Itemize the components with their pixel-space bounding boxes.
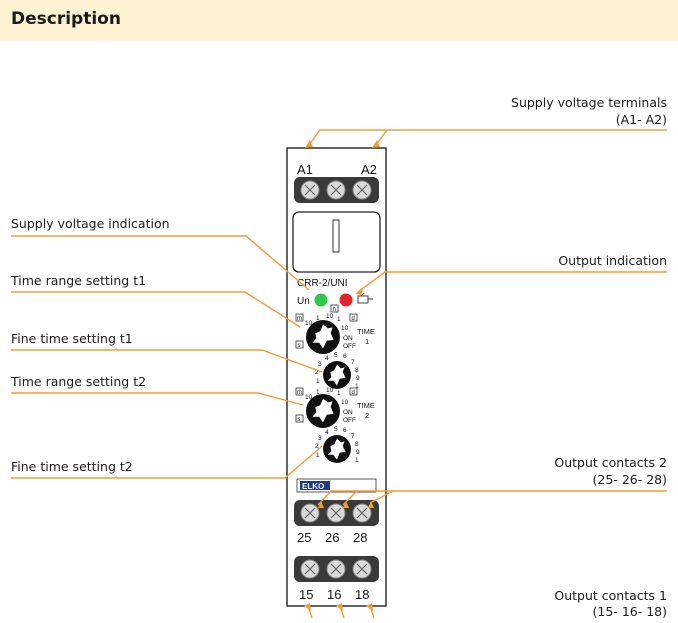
range-tick-t2-2: 1 bbox=[316, 389, 320, 396]
range-tick-4: 1 bbox=[337, 316, 341, 323]
range-tick-t2-3: 10 bbox=[326, 387, 334, 394]
fine-tick-3: 3 bbox=[318, 361, 322, 368]
led-green bbox=[314, 293, 328, 307]
label-supply-terminals: Supply voltage terminals bbox=[511, 95, 667, 110]
fine-tick-7: 7 bbox=[351, 359, 355, 366]
fine-t2-tick-3: 3 bbox=[318, 435, 322, 442]
fine-tick-8: 8 bbox=[355, 367, 359, 374]
brand-logo bbox=[300, 481, 330, 490]
led-red bbox=[339, 293, 353, 307]
led-un-label: Un bbox=[297, 296, 310, 307]
fine-t2-tick-7: 7 bbox=[351, 433, 355, 440]
bottom-screws-1 bbox=[300, 503, 372, 523]
cover-latch bbox=[332, 219, 340, 253]
bottom-screws-2 bbox=[300, 559, 372, 579]
range-unit-s-1: s bbox=[298, 343, 301, 349]
range-unit-d-1: d bbox=[352, 316, 355, 322]
fine-tick-1: 1 bbox=[316, 378, 320, 385]
range-tick-t2-5: 10 bbox=[341, 399, 349, 406]
fine-t2-tick-10: 1 bbox=[355, 457, 359, 464]
screw-cross-marks bbox=[304, 184, 368, 196]
range-unit-h-1: h bbox=[333, 307, 336, 313]
terminal-a1-label: A1 bbox=[297, 162, 313, 177]
fine-tick-10: 1 bbox=[355, 383, 359, 390]
label-output-contacts-2: Output contacts 2 bbox=[554, 455, 667, 470]
leader-fine-time-t1 bbox=[11, 349, 323, 373]
terminal-18-label: 18 bbox=[355, 587, 369, 602]
brand-label: ELKO bbox=[302, 482, 324, 491]
label-time-range-t1: Time range setting t1 bbox=[11, 273, 147, 288]
leader-time-range-t2 bbox=[11, 392, 304, 406]
leader-lines bbox=[11, 129, 667, 619]
fine-t2-tick-2: 2 bbox=[315, 443, 319, 450]
knob-time-range-t2[interactable] bbox=[306, 394, 340, 428]
leader-output-contacts-2 bbox=[369, 490, 667, 504]
range-tick-3: 10 bbox=[326, 313, 334, 320]
range-tick-t2-1: 10 bbox=[305, 394, 313, 401]
fine-tick-6: 6 bbox=[343, 353, 347, 360]
label-time-range-t2: Time range setting t2 bbox=[11, 374, 147, 389]
terminal-15-label: 15 bbox=[299, 587, 313, 602]
label-supply-indication: Supply voltage indication bbox=[11, 216, 170, 231]
knob-fine-time-t2[interactable] bbox=[323, 435, 351, 463]
leader-time-range-t1 bbox=[11, 291, 301, 328]
label-fine-time-t2: Fine time setting t2 bbox=[11, 459, 133, 474]
time-number-2: 2 bbox=[365, 411, 369, 420]
label-output-contacts-1-ids: (15- 16- 18) bbox=[592, 604, 667, 619]
range-on-1: ON bbox=[343, 335, 353, 342]
range-off-2: OFF bbox=[343, 417, 356, 424]
relay-symbol-icon bbox=[357, 292, 373, 304]
fine-t2-tick-4: 4 bbox=[325, 429, 329, 436]
range-tick-2: 1 bbox=[316, 315, 320, 322]
time-label-1: TIME bbox=[357, 327, 375, 336]
knob-time-range-t1[interactable] bbox=[306, 320, 340, 354]
fine-tick-5: 5 bbox=[334, 352, 338, 359]
leader-fine-time-t2 bbox=[11, 445, 323, 479]
terminal-16-label: 16 bbox=[327, 587, 341, 602]
leader-supply-indication bbox=[11, 235, 310, 291]
range-tick-5: 10 bbox=[341, 325, 349, 332]
range-unit-d-2: d bbox=[352, 390, 355, 396]
leader-arrowheads bbox=[304, 140, 380, 611]
range-on-2: ON bbox=[343, 409, 353, 416]
leader-output-indication bbox=[357, 271, 667, 293]
label-fine-time-t1: Fine time setting t1 bbox=[11, 331, 133, 346]
range-tick-1: 10 bbox=[305, 320, 313, 327]
terminal-25-label: 25 bbox=[297, 530, 311, 545]
range-tick-t2-4: 1 bbox=[337, 390, 341, 397]
leader-supply-terminals bbox=[375, 129, 667, 146]
label-output-contacts-2-ids: (25- 26- 28) bbox=[592, 472, 667, 487]
fine-tick-9: 9 bbox=[356, 375, 360, 382]
terminal-28-label: 28 bbox=[353, 530, 367, 545]
fine-tick-2: 2 bbox=[315, 369, 319, 376]
label-supply-terminals-ids: (A1- A2) bbox=[615, 112, 667, 127]
range-unit-s-2: s bbox=[298, 417, 301, 423]
fine-t2-tick-8: 8 bbox=[355, 441, 359, 448]
leader-output-contacts-2-c bbox=[317, 490, 357, 506]
leader-supply-terminals-a1 bbox=[308, 129, 387, 146]
fine-t2-tick-6: 6 bbox=[343, 427, 347, 434]
fine-t2-tick-5: 5 bbox=[334, 426, 338, 433]
time-label-2: TIME bbox=[357, 401, 375, 410]
range-unit-m-1: m bbox=[297, 316, 302, 322]
time-number-1: 1 bbox=[365, 337, 369, 346]
section-header: Description bbox=[0, 0, 678, 41]
fine-t2-tick-1: 1 bbox=[316, 452, 320, 459]
fine-t2-tick-9: 9 bbox=[356, 449, 360, 456]
label-output-contacts-1: Output contacts 1 bbox=[554, 588, 667, 603]
model-label: CRR-2/UNI bbox=[297, 278, 348, 289]
terminal-26-label: 26 bbox=[325, 530, 339, 545]
top-screws bbox=[300, 180, 372, 200]
knob-fine-time-t1[interactable] bbox=[323, 361, 351, 389]
range-off-1: OFF bbox=[343, 343, 356, 350]
section-title: Description bbox=[11, 9, 121, 29]
label-output-indication: Output indication bbox=[558, 253, 667, 268]
terminal-a2-label: A2 bbox=[361, 162, 377, 177]
fine-tick-4: 4 bbox=[325, 355, 329, 362]
range-unit-m-2: m bbox=[297, 390, 302, 396]
